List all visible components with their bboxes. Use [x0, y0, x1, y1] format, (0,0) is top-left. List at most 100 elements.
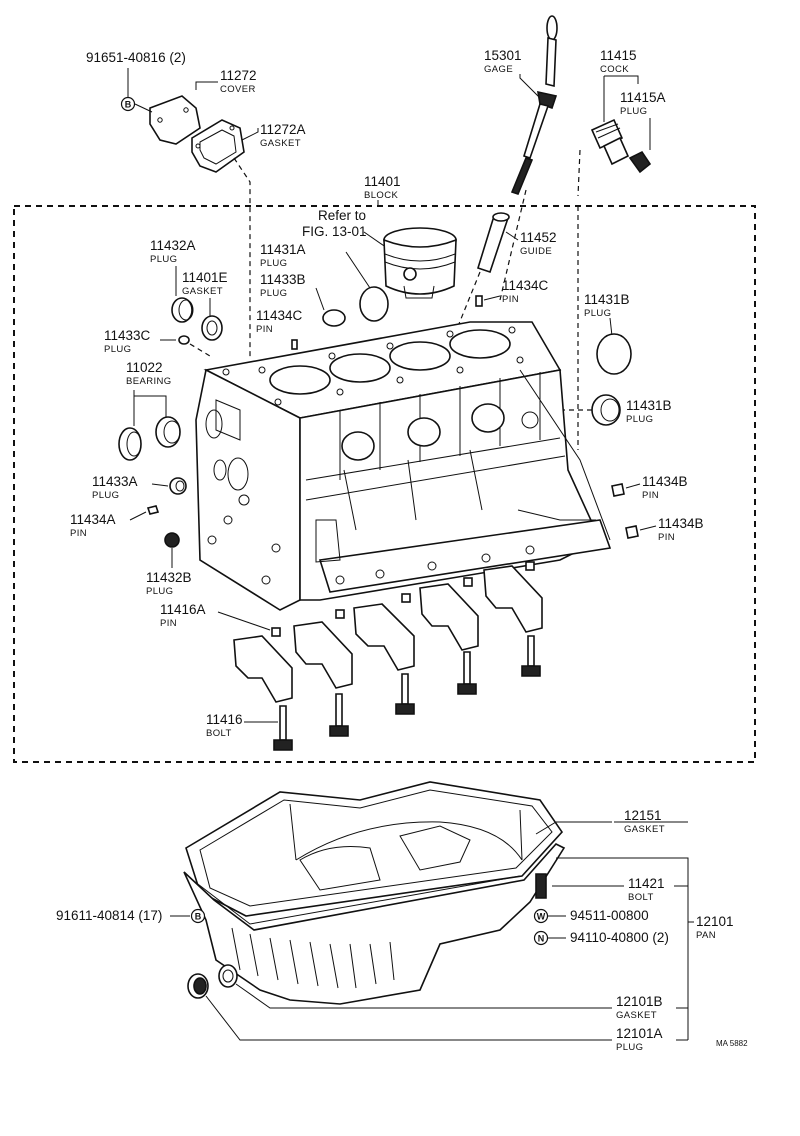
b-mark-cover: [120, 96, 136, 112]
leader-11272a: [241, 128, 259, 141]
label-11272-name: COVER: [220, 84, 256, 95]
label-91611: 91611-40814 (17): [56, 908, 162, 923]
cover-gasket-part: [191, 119, 245, 173]
label-11432b-name: PLUG: [146, 586, 173, 597]
pin-11434a-part: [146, 505, 160, 515]
leader-11272: [195, 81, 218, 90]
label-12101b-name: GASKET: [616, 1010, 657, 1021]
plug-11433c-part: [178, 335, 190, 345]
plug-11432a-part: [171, 297, 194, 323]
label-11416-name: BOLT: [206, 728, 232, 739]
label-12101b: 12101B: [616, 994, 663, 1009]
bearing-front-part: [118, 427, 142, 461]
label-11434b-2-name: PIN: [658, 532, 675, 543]
n-symbol: N: [538, 934, 545, 944]
label-11431b-top-name: PLUG: [584, 308, 611, 319]
label-11433c-name: PLUG: [104, 344, 131, 355]
figure-code: MA 5882: [716, 1039, 748, 1048]
label-11432a: 11432A: [150, 238, 196, 253]
label-11431b-mid: 11431B: [626, 398, 672, 413]
guide-part: [477, 212, 510, 274]
gage-alignment-line: [499, 189, 527, 301]
leader-12101b: [235, 983, 612, 1009]
label-11433b: 11433B: [260, 272, 306, 287]
plug-11433b-part: [322, 309, 346, 327]
label-11421: 11421: [628, 876, 665, 891]
label-11416a-name: PIN: [160, 618, 177, 629]
label-11452: 11452: [520, 230, 557, 245]
leader-12101a: [205, 995, 612, 1041]
label-11022-name: BEARING: [126, 376, 172, 387]
label-11432a-name: PLUG: [150, 254, 177, 265]
label-12151-name: GASKET: [624, 824, 665, 835]
pin-11434b-2-part: [625, 525, 639, 539]
label-11433a-name: PLUG: [92, 490, 119, 501]
drain-gasket-part: [218, 964, 238, 988]
label-11434a-name: PIN: [70, 528, 87, 539]
label-11431a: 11431A: [260, 242, 306, 257]
leader-12151: [535, 821, 689, 1040]
label-94511: 94511-00800: [570, 908, 649, 923]
pin-11434c-mid: [291, 339, 298, 350]
plug-11432b-part: [164, 532, 180, 548]
pan-gasket-part: [185, 781, 564, 917]
label-15301: 15301: [484, 48, 522, 63]
label-12101a: 12101A: [616, 1026, 663, 1041]
piston-part: [383, 227, 457, 299]
leader-15301: [519, 74, 541, 99]
cylinder-block: [195, 321, 612, 611]
label-11431b-top: 11431B: [584, 292, 630, 307]
label-11272: 11272: [220, 68, 257, 83]
label-11434a: 11434A: [70, 512, 116, 527]
label-11433b-name: PLUG: [260, 288, 287, 299]
label-15301-name: GAGE: [484, 64, 513, 75]
drain-plug-part: [187, 973, 209, 999]
gage-part: [510, 15, 558, 195]
main-caps: [233, 565, 543, 703]
label-94110: 94110-40800 (2): [570, 930, 669, 945]
plug-11431b-mid-part: [591, 394, 621, 426]
label-11421-name: BOLT: [628, 892, 654, 903]
gasket-11401e-part: [201, 315, 223, 341]
label-11272a: 11272A: [260, 122, 306, 137]
label-11401e-name: GASKET: [182, 286, 223, 297]
label-11401-name: BLOCK: [364, 190, 398, 201]
cap-bolts: [273, 635, 541, 751]
label-91651: 91651-40816 (2): [86, 50, 186, 65]
cover-part: [149, 95, 201, 145]
label-11434b-2: 11434B: [658, 516, 704, 531]
label-11452-name: GUIDE: [520, 246, 552, 257]
plug-11433a-part: [169, 477, 187, 495]
pan-bolt-part: [535, 873, 547, 899]
label-12101: 12101: [696, 914, 734, 929]
cock-part: [590, 118, 630, 166]
w-mark: [533, 908, 549, 924]
w-symbol: W: [537, 912, 546, 922]
label-11432b: 11432B: [146, 570, 192, 585]
label-12151: 12151: [624, 808, 662, 823]
label-11434b-1: 11434B: [642, 474, 688, 489]
cap-pins: [271, 561, 535, 637]
cover-alignment-line: [233, 157, 251, 360]
b-symbol-cover: B: [125, 100, 132, 110]
label-11401: 11401: [364, 174, 401, 189]
oil-pan-part: [183, 825, 566, 1005]
label-11434c-top-name: PIN: [502, 294, 519, 305]
label-11415a-name: PLUG: [620, 106, 647, 117]
label-11022: 11022: [126, 360, 163, 375]
block-boundary: [13, 200, 756, 763]
label-11415-name: COCK: [600, 64, 629, 75]
label-12101a-name: PLUG: [616, 1042, 643, 1053]
label-11431b-mid-name: PLUG: [626, 414, 653, 425]
refer-fig-text: FIG. 13-01: [302, 224, 367, 239]
refer-to-text: Refer to: [318, 208, 366, 223]
label-11415a: 11415A: [620, 90, 666, 105]
label-11416a: 11416A: [160, 602, 206, 617]
plug-11431a-part: [359, 286, 389, 322]
label-11433c: 11433C: [104, 328, 151, 343]
pin-11434b-1-part: [611, 483, 625, 497]
label-11434c-top: 11434C: [502, 278, 549, 293]
cock-alignment-line: [577, 149, 581, 450]
label-11415: 11415: [600, 48, 637, 63]
